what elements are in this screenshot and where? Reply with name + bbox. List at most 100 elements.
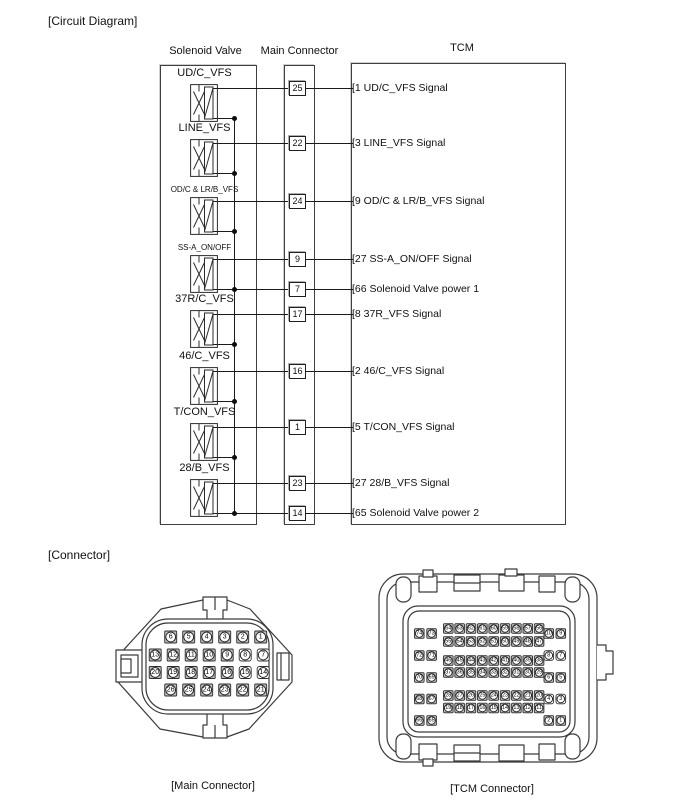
pin-26: 26 <box>164 683 178 697</box>
svg-text:15: 15 <box>241 669 249 676</box>
svg-text:55: 55 <box>445 639 451 645</box>
pin-22: 22 <box>511 690 522 701</box>
pin-17: 17 <box>202 666 216 679</box>
svg-text:12: 12 <box>525 705 531 711</box>
solenoid-valve-icon <box>190 423 218 461</box>
pin-11: 11 <box>184 648 198 662</box>
pin-67: 67 <box>426 693 437 705</box>
pin-18: 18 <box>454 702 465 714</box>
svg-text:17: 17 <box>468 705 474 711</box>
pin-71: 71 <box>426 650 437 661</box>
pin-5: 5 <box>555 672 567 683</box>
wire-segment <box>213 289 289 290</box>
pin-60: 60 <box>488 623 499 634</box>
svg-text:28: 28 <box>445 693 451 699</box>
svg-text:58: 58 <box>513 626 519 632</box>
svg-text:13: 13 <box>513 705 519 711</box>
main-connector-box <box>284 65 315 525</box>
connector-pin-number: 14 <box>289 506 306 521</box>
wire-segment <box>213 143 289 144</box>
svg-text:10: 10 <box>546 631 552 637</box>
connector-pin-number: 1 <box>289 420 306 435</box>
pin-10: 10 <box>202 648 216 662</box>
pin-53: 53 <box>465 636 477 647</box>
pin-4: 4 <box>200 630 214 644</box>
wire-segment <box>213 173 235 174</box>
pin-30: 30 <box>522 667 534 678</box>
pin-11: 11 <box>533 702 545 714</box>
pin-73: 73 <box>426 628 437 639</box>
pin-55: 55 <box>443 636 454 647</box>
pin-70: 70 <box>414 672 425 683</box>
svg-text:73: 73 <box>429 631 435 637</box>
connector-pin-number: 22 <box>289 136 306 151</box>
column-header-main-connector: Main Connector <box>260 45 339 57</box>
pin-31: 31 <box>511 667 522 678</box>
svg-text:41: 41 <box>502 658 508 664</box>
pin-40: 40 <box>511 655 522 666</box>
svg-text:65: 65 <box>429 718 435 724</box>
svg-text:18: 18 <box>187 669 195 676</box>
pin-36: 36 <box>454 667 465 678</box>
svg-text:7: 7 <box>261 652 265 659</box>
svg-text:33: 33 <box>491 670 497 676</box>
svg-text:51: 51 <box>491 639 497 645</box>
pin-25: 25 <box>182 683 196 697</box>
svg-text:19: 19 <box>445 705 451 711</box>
svg-text:30: 30 <box>525 670 531 676</box>
wire-segment <box>305 259 353 260</box>
pin-2: 2 <box>236 630 250 644</box>
junction-dot <box>232 116 237 121</box>
pin-15: 15 <box>238 666 252 679</box>
svg-text:20: 20 <box>536 693 542 699</box>
pin-23: 23 <box>499 690 511 701</box>
solenoid-valve-icon <box>190 310 218 348</box>
circuit-diagram-title: [Circuit Diagram] <box>48 14 138 28</box>
pin-12: 12 <box>522 702 534 714</box>
svg-text:2: 2 <box>547 718 550 724</box>
svg-text:54: 54 <box>457 639 463 645</box>
svg-text:74: 74 <box>416 631 422 637</box>
wire-segment <box>305 371 353 372</box>
tcm-signal-label: [3 LINE_VFS Signal <box>352 137 446 149</box>
tcm-connector-caption: [TCM Connector] <box>450 783 534 795</box>
junction-dot <box>232 511 237 516</box>
tcm-box <box>351 63 566 525</box>
junction-dot <box>232 229 237 234</box>
connector-pin-number: 9 <box>289 252 306 267</box>
connector-section-title: [Connector] <box>48 548 111 562</box>
pin-9: 9 <box>555 628 567 639</box>
svg-text:32: 32 <box>502 670 508 676</box>
pin-27: 27 <box>454 690 465 701</box>
svg-text:22: 22 <box>239 687 247 694</box>
pin-63: 63 <box>454 623 465 634</box>
svg-text:10: 10 <box>205 652 213 659</box>
connector-pin-number: 25 <box>289 81 306 96</box>
solenoid-valve-icon <box>190 255 218 293</box>
svg-text:8: 8 <box>243 652 247 659</box>
pin-7: 7 <box>256 648 270 662</box>
pin-52: 52 <box>477 636 488 647</box>
right-lock-tab <box>276 652 290 681</box>
svg-text:2: 2 <box>241 634 245 641</box>
svg-text:3: 3 <box>559 696 562 702</box>
pin-47: 47 <box>533 636 545 647</box>
svg-text:57: 57 <box>525 626 531 632</box>
svg-text:72: 72 <box>416 653 422 659</box>
pin-48: 48 <box>522 636 534 647</box>
wire-segment <box>213 259 289 260</box>
svg-text:50: 50 <box>502 639 508 645</box>
pin-56: 56 <box>533 623 545 634</box>
pin-6: 6 <box>164 630 178 644</box>
wire-segment <box>213 344 235 345</box>
svg-text:4: 4 <box>205 634 209 641</box>
pin-1: 1 <box>254 630 268 644</box>
svg-text:38: 38 <box>536 658 542 664</box>
svg-text:20: 20 <box>151 669 159 676</box>
svg-text:42: 42 <box>491 658 497 664</box>
pin-20: 20 <box>148 666 162 679</box>
svg-text:4: 4 <box>547 696 550 702</box>
svg-text:19: 19 <box>169 669 177 676</box>
